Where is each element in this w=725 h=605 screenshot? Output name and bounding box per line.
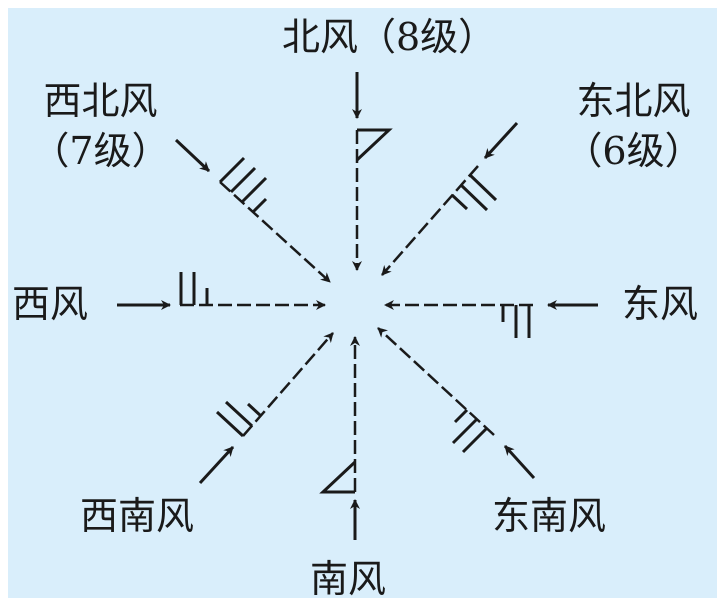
south-pennant — [319, 460, 357, 494]
southeast-label-arrow — [503, 444, 536, 480]
label-north: 北风（8级） — [282, 15, 497, 59]
southeast-barb-2 — [451, 417, 479, 445]
northeast-barb-2 — [459, 183, 489, 212]
southeast-barb-3 — [453, 408, 469, 424]
wind-symbol-north — [352, 72, 393, 271]
northwest-label-arrow — [174, 138, 211, 173]
wind-symbol-south — [319, 336, 360, 540]
label-south: 南风 — [310, 557, 387, 601]
wind-symbol-southwest — [198, 332, 334, 485]
southwest-barb-2 — [224, 400, 254, 428]
northwest-barb-1 — [218, 156, 246, 184]
label-northwest-line1: 西北风 — [43, 79, 158, 123]
label-southwest: 西南风 — [80, 494, 195, 538]
label-west: 西风 — [12, 282, 89, 326]
label-southeast: 东南风 — [492, 494, 607, 538]
wind-symbol-west — [117, 272, 326, 310]
label-east: 东风 — [622, 282, 699, 326]
wind-symbol-northwest — [174, 138, 331, 283]
southwest-wind-arrow — [242, 332, 334, 437]
northeast-barb-3 — [450, 193, 469, 211]
label-northwest: 西北风 （7级） — [18, 82, 183, 170]
wind-symbol-southeast — [377, 327, 536, 480]
southwest-barb-1 — [215, 410, 245, 438]
label-northeast-line2: （6级） — [564, 129, 703, 173]
label-northeast: 东北风 （6级） — [546, 82, 721, 170]
diagram-panel — [8, 8, 717, 598]
wind-symbol-northeast — [381, 121, 519, 276]
northeast-barb-1 — [468, 173, 498, 202]
northeast-wind-arrow — [381, 165, 479, 276]
label-northeast-line1: 东北风 — [576, 79, 691, 123]
southeast-wind-arrow — [377, 327, 495, 436]
label-northwest-line2: （7级） — [31, 129, 170, 173]
southwest-label-arrow — [198, 445, 235, 485]
northwest-wind-arrow — [219, 181, 331, 283]
northwest-barb-4 — [251, 197, 268, 214]
north-pennant — [355, 128, 393, 162]
northeast-label-arrow — [483, 121, 519, 160]
northwest-barb-3 — [240, 176, 268, 204]
northwest-barb-2 — [229, 166, 257, 194]
wind-symbol-east — [384, 300, 598, 338]
southwest-barb-3 — [246, 402, 263, 418]
southeast-barb-1 — [461, 426, 489, 454]
